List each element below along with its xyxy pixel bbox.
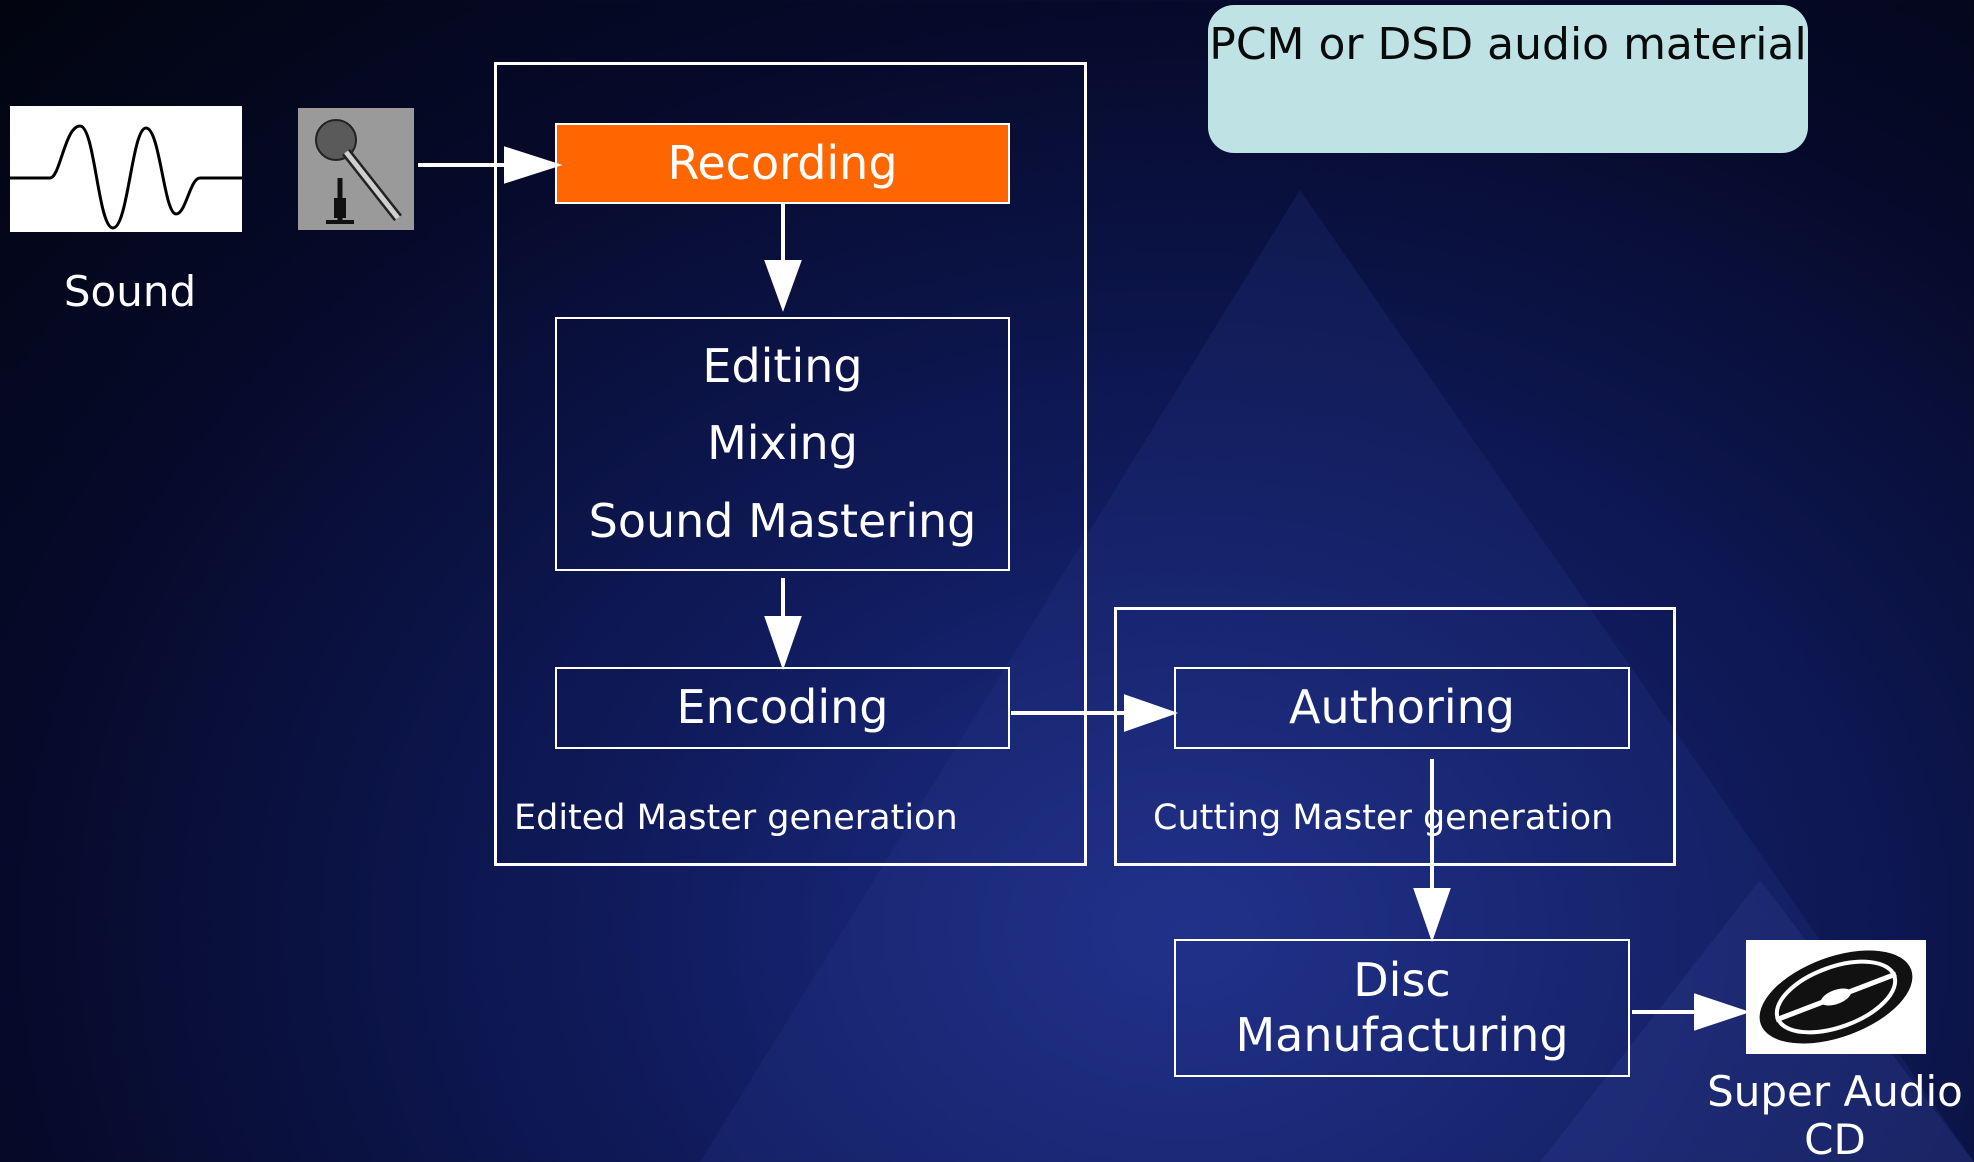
- disc-manufacturing-label: Disc Manufacturing: [1235, 952, 1569, 1062]
- edited-master-group: [494, 62, 1087, 866]
- edited-master-caption: Edited Master generation: [514, 798, 958, 838]
- arrowhead-recording-to-processing: [764, 260, 802, 312]
- super-audio-cd-label: Super Audio CD: [1707, 1067, 1963, 1162]
- disc-manufacturing-step: Disc Manufacturing: [1174, 939, 1630, 1077]
- editing-label: Editing: [702, 339, 863, 394]
- waveform-icon: [10, 124, 242, 230]
- callout-text: PCM or DSD audio material: [1209, 19, 1807, 70]
- arrowhead-processing-to-encoding: [764, 616, 802, 671]
- callout-note: PCM or DSD audio material: [1208, 5, 1808, 153]
- sound-mastering-label: Sound Mastering: [588, 493, 977, 548]
- cutting-master-group: [1114, 607, 1676, 866]
- sound-label: Sound: [63, 267, 197, 316]
- authoring-step: Authoring: [1174, 667, 1630, 749]
- arrowhead-manufacturing-to-disc: [1694, 993, 1751, 1031]
- mixing-label: Mixing: [707, 416, 858, 471]
- arrowhead-authoring-to-manufacturing: [1413, 888, 1451, 943]
- disc-image: [1746, 940, 1926, 1054]
- processing-step: Editing Mixing Sound Mastering: [555, 317, 1010, 571]
- recording-label: Recording: [667, 135, 898, 190]
- arrowhead-encoding-to-authoring: [1124, 694, 1179, 732]
- recording-step: Recording: [555, 123, 1010, 204]
- microphone-icon: [298, 108, 414, 230]
- encoding-label: Encoding: [676, 680, 889, 735]
- arrowhead-mic-to-recording: [504, 146, 563, 184]
- disc-icon: [1759, 950, 1913, 1044]
- authoring-label: Authoring: [1288, 680, 1515, 735]
- sound-wave-image: [10, 106, 242, 232]
- cutting-master-caption: Cutting Master generation: [1153, 798, 1614, 838]
- microphone-image: [298, 108, 414, 230]
